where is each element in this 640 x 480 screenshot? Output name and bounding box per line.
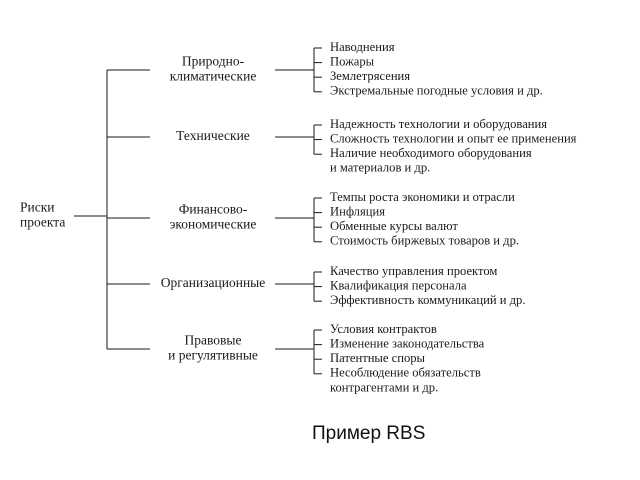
- risk-item: Обменные курсы валют: [330, 219, 458, 233]
- category-label: климатические: [170, 69, 257, 84]
- risk-item: Условия контрактов: [330, 322, 437, 336]
- risk-item: Качество управления проектом: [330, 264, 497, 278]
- category-label: Природно-: [182, 54, 245, 69]
- risk-item: Инфляция: [330, 204, 385, 218]
- connector-lines: [74, 47, 322, 375]
- risk-item: контрагентами и др.: [330, 380, 438, 394]
- risk-item: Темпы роста экономики и отрасли: [330, 190, 515, 204]
- root-label: Риски: [20, 200, 55, 215]
- risk-item: Наводнения: [330, 40, 395, 54]
- category-label: Технические: [176, 128, 250, 143]
- root-label: проекта: [20, 215, 65, 230]
- category-label: и регулятивные: [168, 348, 258, 363]
- figure-caption: Пример RBS: [312, 423, 425, 444]
- category-label: Финансово-: [179, 202, 248, 217]
- risk-item: Надежность технологии и оборудования: [330, 117, 547, 131]
- risk-item: Несоблюдение обязательств: [330, 366, 481, 380]
- risk-item: Квалификация персонала: [330, 278, 467, 292]
- risk-item: Пожары: [330, 54, 375, 68]
- category-label: Организационные: [161, 275, 266, 290]
- risk-item: Наличие необходимого оборудования: [330, 146, 532, 160]
- risk-item: Патентные споры: [330, 351, 426, 365]
- category-label: Правовые: [185, 333, 242, 348]
- risk-item: Стоимость биржевых товаров и др.: [330, 234, 519, 248]
- risk-item: Сложность технологии и опыт ее применени…: [330, 131, 577, 145]
- category-label: экономические: [170, 217, 257, 232]
- risk-item: Изменение законодательства: [330, 336, 485, 350]
- risk-item: Эффективность коммуникаций и др.: [330, 293, 526, 307]
- risk-item: и материалов и др.: [330, 161, 430, 175]
- risk-item: Экстремальные погодные условия и др.: [330, 84, 543, 98]
- risk-item: Землетрясения: [330, 69, 410, 83]
